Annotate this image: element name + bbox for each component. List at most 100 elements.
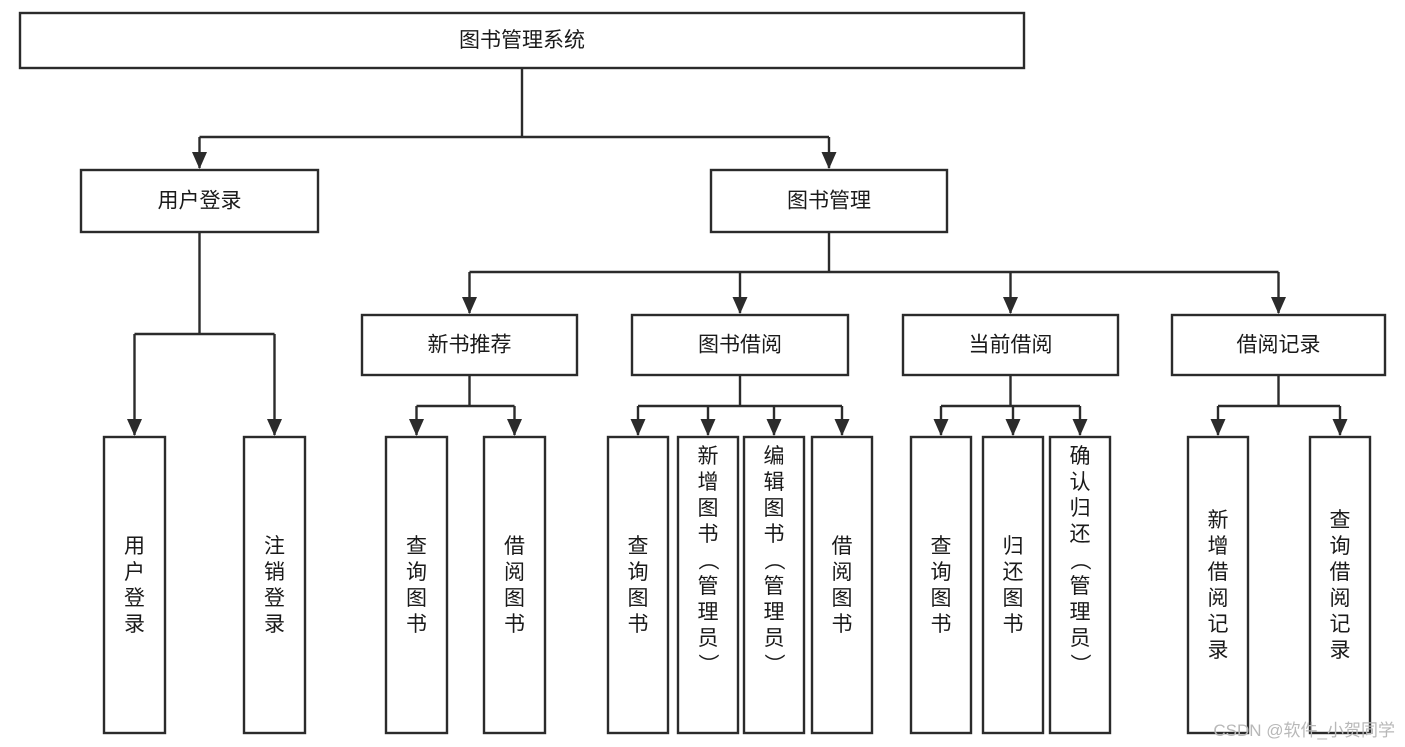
node-label-char: 理 (1070, 601, 1091, 624)
node-label: 用户登录 (158, 190, 242, 213)
node-box[interactable] (742, 435, 806, 735)
node-label-char: 图 (698, 497, 719, 520)
node-box[interactable] (242, 435, 307, 735)
node-label-char: 管 (764, 575, 785, 598)
node-box[interactable] (901, 313, 1120, 377)
node-label-char: 询 (406, 561, 427, 584)
node-label-char: 户 (124, 561, 145, 584)
node-label: 新书推荐 (428, 334, 512, 357)
node-label-char: 编 (764, 445, 785, 468)
node-box[interactable] (981, 435, 1045, 735)
node-label-char: （ (762, 550, 785, 571)
node-box[interactable] (482, 435, 547, 735)
node-label-char: 录 (264, 613, 285, 636)
node-label-char: 录 (1330, 639, 1351, 662)
node-label-char: 查 (1330, 509, 1351, 532)
arrow-head-icon (127, 419, 142, 436)
node-box[interactable] (384, 435, 449, 735)
node-label-char: 录 (1208, 639, 1229, 662)
node-box[interactable] (676, 435, 740, 735)
node-label-char: 图 (406, 587, 427, 610)
node-label-char: 增 (1208, 535, 1229, 558)
node-box[interactable] (810, 435, 874, 735)
node-label-char: 书 (406, 613, 427, 636)
node-label: 图书借阅 (698, 334, 782, 357)
node-label-char: 书 (931, 613, 952, 636)
node-label-char: ） (1068, 654, 1091, 675)
node-label-char: 归 (1003, 535, 1024, 558)
node-level2-0[interactable]: 用户登录 (79, 168, 320, 234)
arrow-head-icon (1003, 297, 1018, 314)
node-level2-1[interactable]: 图书管理 (709, 168, 949, 234)
node-box[interactable] (18, 11, 1026, 70)
node-label-char: 查 (628, 535, 649, 558)
arrow-head-icon (1332, 419, 1348, 436)
node-label-char: 管 (1070, 575, 1091, 598)
node-label-char: 查 (406, 535, 427, 558)
node-label-char: 还 (1003, 561, 1024, 584)
node-root-0[interactable]: 图书管理系统 (18, 11, 1026, 70)
node-box[interactable] (630, 313, 850, 377)
node-box[interactable] (1048, 435, 1112, 735)
node-label-char: 销 (264, 561, 285, 584)
node-label-char: 询 (628, 561, 649, 584)
node-box[interactable] (909, 435, 973, 735)
node-label-char: 员 (698, 627, 719, 650)
arrow-head-icon (1210, 419, 1226, 436)
node-box[interactable] (606, 435, 670, 735)
node-level3-3[interactable]: 借阅记录 (1170, 313, 1387, 377)
arrow-head-icon (1271, 297, 1286, 314)
node-label: 图书管理 (787, 190, 871, 213)
node-label-char: 查 (931, 535, 952, 558)
arrow-head-icon (766, 419, 782, 436)
arrow-head-icon (267, 419, 282, 436)
arrow-head-icon (630, 419, 646, 436)
node-box[interactable] (1186, 435, 1250, 735)
arrow-head-icon (732, 297, 748, 314)
node-box[interactable] (1308, 435, 1372, 735)
node-layer: 图书管理系统用户登录图书管理新书推荐图书借阅当前借阅借阅记录用户登录注销登录查询… (18, 11, 1387, 735)
node-box[interactable] (360, 313, 579, 377)
node-level3-1[interactable]: 图书借阅 (630, 313, 850, 377)
node-label-char: 借 (504, 535, 525, 558)
arrow-head-icon (933, 419, 949, 436)
node-level3-2[interactable]: 当前借阅 (901, 313, 1120, 377)
node-label-char: ） (762, 654, 785, 675)
node-label-char: 图 (832, 587, 853, 610)
node-box[interactable] (709, 168, 949, 234)
connector-group (933, 375, 1088, 436)
node-label-char: 借 (1208, 561, 1229, 584)
node-label-char: （ (696, 550, 719, 571)
node-label-char: 理 (764, 601, 785, 624)
connector-group (409, 375, 522, 436)
node-level3-0[interactable]: 新书推荐 (360, 313, 579, 377)
node-label-char: 登 (124, 587, 145, 610)
node-label-char: 阅 (832, 561, 853, 584)
arrow-head-icon (1005, 419, 1021, 436)
node-box[interactable] (1170, 313, 1387, 377)
arrow-head-icon (1072, 419, 1088, 436)
node-label-char: 记 (1208, 613, 1229, 636)
node-label-char: 图 (628, 587, 649, 610)
node-label-char: 询 (931, 561, 952, 584)
node-box[interactable] (102, 435, 167, 735)
node-label-char: 登 (264, 587, 285, 610)
arrow-head-icon (507, 419, 522, 436)
node-box[interactable] (79, 168, 320, 234)
node-leaf-0[interactable]: 用户登录 (102, 435, 167, 735)
node-label-char: 借 (1330, 561, 1351, 584)
